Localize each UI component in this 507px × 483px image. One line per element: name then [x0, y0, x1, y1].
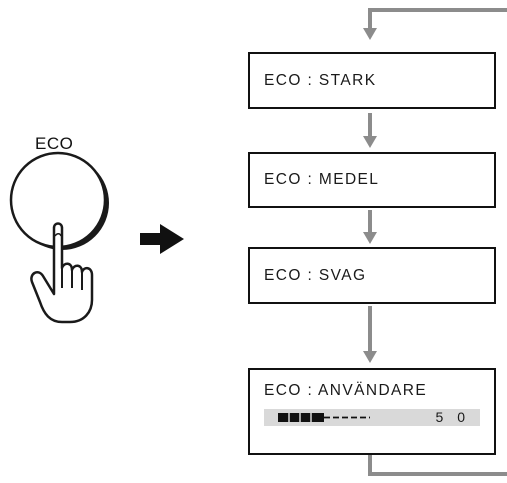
loop-bottom-connector — [368, 455, 507, 476]
loop-top-connector — [363, 8, 507, 40]
mode-label-medel: ECO : MEDEL — [264, 171, 380, 188]
flow-arrow-1 — [363, 113, 377, 148]
level-value: 5 0 — [435, 409, 470, 425]
flow-arrow-3 — [363, 306, 377, 363]
user-level-bar: 5 0 — [264, 409, 480, 426]
mode-label-stark: ECO : STARK — [264, 71, 377, 89]
level-indicator — [278, 413, 370, 422]
mode-label-svag: ECO : SVAG — [264, 266, 367, 284]
finger-pressing-button-icon[interactable] — [0, 150, 130, 330]
mode-label-anvandare: ECO : ANVÄNDARE — [264, 382, 428, 399]
right-arrow-icon — [140, 224, 184, 254]
mode-box-medel: ECO : MEDEL — [248, 152, 496, 208]
level-fill — [278, 413, 324, 422]
mode-box-stark: ECO : STARK — [248, 52, 496, 109]
mode-box-svag: ECO : SVAG — [248, 247, 496, 304]
eco-button-label: ECO — [35, 134, 74, 153]
mode-box-anvandare: ECO : ANVÄNDARE 5 0 — [248, 368, 496, 455]
flow-arrow-2 — [363, 210, 377, 244]
